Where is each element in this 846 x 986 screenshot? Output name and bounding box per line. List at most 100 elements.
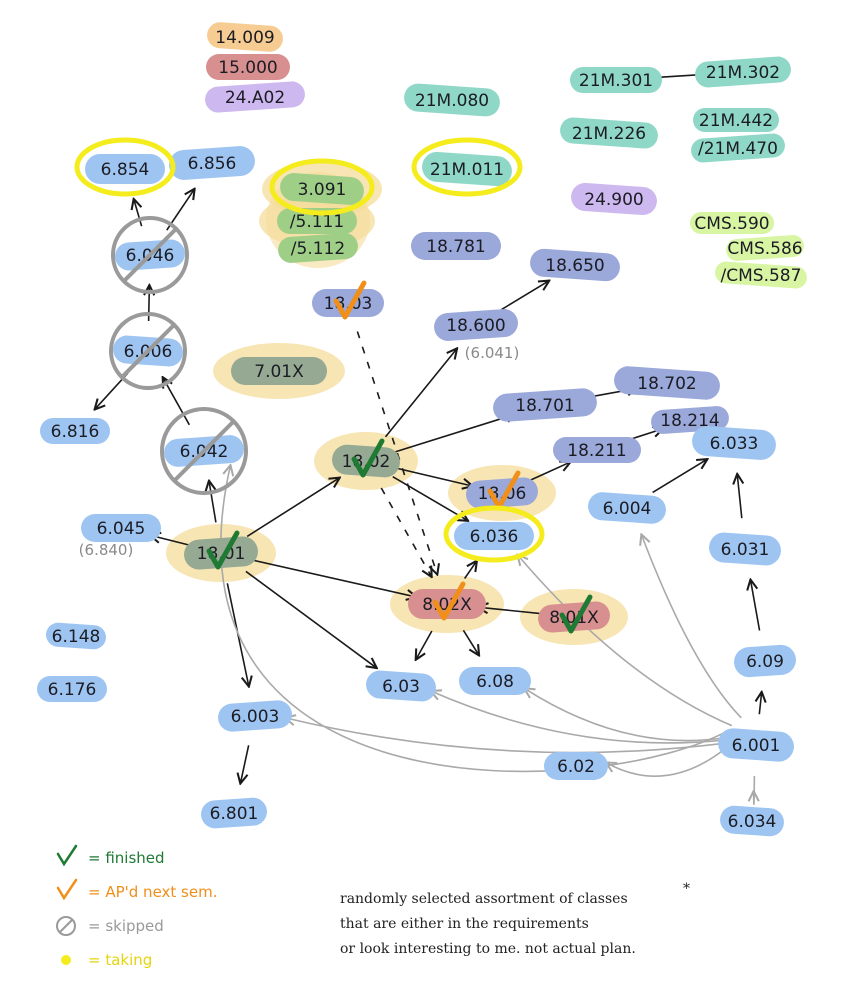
course-node-n602: 6.02 — [544, 752, 608, 780]
course-node-n701x: 7.01X — [231, 357, 327, 385]
note-line-1: randomly selected assortment of classes — [340, 891, 628, 907]
edge-n1806-to-n18211 — [529, 462, 570, 482]
course-label-n6176: 6.176 — [48, 680, 97, 700]
course-node-n21m470: /21M.470 — [691, 133, 785, 163]
course-pill-n6148 — [46, 622, 106, 650]
course-node-n6176: 6.176 — [37, 676, 107, 702]
edge-n1801-to-n1802 — [246, 478, 340, 538]
course-pill-n18701 — [493, 388, 597, 422]
course-label-n14009: 14.009 — [215, 28, 274, 48]
edge-n6001-to-n609 — [759, 692, 761, 715]
course-pill-n24a02 — [205, 81, 305, 113]
edge-n1802-to-n18600 — [384, 348, 457, 438]
course-label-n21m301: 21M.301 — [579, 71, 653, 91]
course-node-n21m011: 21M.011 — [422, 151, 512, 187]
course-pill-n21m302 — [695, 56, 791, 88]
course-label-n18702: 18.702 — [637, 374, 696, 394]
course-pill-n6854 — [85, 154, 165, 184]
sublabel-s6041: (6.041) — [465, 344, 520, 362]
course-node-n609: 6.09 — [734, 644, 796, 678]
course-label-n3091: 3.091 — [298, 180, 347, 200]
edge-n802x-to-n6036 — [463, 561, 477, 579]
course-pill-n21m470 — [691, 133, 785, 163]
course-node-n6034: 6.034 — [720, 805, 784, 837]
course-node-n6816: 6.816 — [40, 418, 110, 444]
legend-item-dot_yellow: = taking — [61, 951, 152, 969]
status-marks — [74, 137, 593, 634]
course-node-ncms590: CMS.590 — [690, 212, 774, 234]
edge-n6046-to-n6854 — [134, 199, 143, 227]
course-label-n5112: /5.112 — [291, 239, 345, 259]
course-label-n5111: /5.111 — [290, 212, 344, 232]
course-label-n6036: 6.036 — [470, 527, 519, 547]
edge-n6031-to-n6033 — [737, 474, 742, 519]
course-node-n6148: 6.148 — [46, 622, 106, 650]
course-node-n6031: 6.031 — [709, 532, 781, 566]
course-pill-n701x — [231, 357, 327, 385]
course-node-n18701: 18.701 — [493, 388, 597, 422]
skipped-slash-n6006 — [120, 323, 176, 379]
edge-n6001-to-n6004 — [641, 534, 742, 719]
course-node-n6045: 6.045 — [81, 514, 161, 542]
course-node-n21m302: 21M.302 — [695, 56, 791, 88]
course-node-n18650: 18.650 — [530, 248, 620, 282]
course-pill-n18650 — [530, 248, 620, 282]
taking-ring-n21m011 — [411, 137, 523, 197]
course-label-n6854: 6.854 — [101, 160, 150, 180]
course-node-n6036: 6.036 — [454, 522, 534, 550]
sublabel-s6840: (6.840) — [79, 541, 134, 559]
course-node-n21m442: 21M.442 — [693, 108, 779, 132]
course-pill-ncms590 — [690, 212, 774, 234]
edge-n1802-to-n6036 — [392, 475, 468, 521]
course-pill-n6176 — [37, 676, 107, 702]
note-asterisk: * — [683, 881, 690, 897]
course-node-n6003: 6.003 — [218, 700, 292, 732]
course-label-n609: 6.09 — [746, 652, 784, 672]
course-label-n6816: 6.816 — [51, 422, 100, 442]
course-pill-n15000 — [206, 54, 290, 80]
check-finished-n801x — [559, 594, 593, 634]
check-finished-n1802 — [351, 438, 385, 478]
course-node-n18702: 18.702 — [614, 366, 720, 400]
course-label-n21m442: 21M.442 — [699, 111, 773, 131]
legend-item-check_orange: = AP'd next sem. — [56, 878, 217, 901]
edge-n6042-to-n6006 — [163, 377, 191, 426]
edge-n6001-to-n603 — [431, 691, 726, 744]
course-label-n6801: 6.801 — [210, 804, 259, 824]
skipped-circle-n6042 — [160, 407, 248, 495]
course-pill-n6801 — [201, 797, 267, 829]
course-node-ncms587: /CMS.587 — [715, 261, 807, 289]
legend-check_orange-icon — [56, 878, 78, 901]
edge-n6001-to-n6034 — [754, 775, 755, 805]
course-node-n802x: 8.02X — [408, 589, 486, 619]
course-label-n603: 6.03 — [382, 677, 420, 697]
course-label-ncms586: CMS.586 — [727, 239, 802, 259]
course-label-n18701: 18.701 — [515, 396, 574, 416]
edge-n18600-to-n18650 — [501, 281, 550, 311]
course-pill-n6034 — [720, 805, 784, 837]
check-ap_next-n1813 — [333, 280, 367, 320]
course-node-n15000: 15.000 — [206, 54, 290, 80]
course-node-n5112: /5.112 — [278, 233, 358, 263]
course-node-n6033: 6.033 — [692, 426, 776, 460]
course-pill-n1806 — [466, 477, 538, 509]
course-pill-n21m301 — [570, 67, 662, 93]
course-label-ncms587: /CMS.587 — [721, 266, 802, 286]
legend-label-check_green: = finished — [88, 849, 165, 867]
skipped-slash-n6042 — [173, 420, 235, 482]
course-node-n24900: 24.900 — [571, 182, 657, 216]
legend-dot-yellow-icon — [61, 955, 71, 965]
course-label-n608: 6.08 — [476, 672, 514, 692]
course-node-ncms586: CMS.586 — [726, 235, 804, 261]
course-node-n603: 6.03 — [366, 670, 436, 702]
course-pill-n24900 — [571, 182, 657, 216]
edge-n1801-to-n6042 — [209, 481, 217, 523]
edge-n6001-to-n6042 — [220, 465, 730, 773]
edge-n6001-to-n608 — [524, 688, 727, 742]
course-label-n21m226: 21M.226 — [572, 124, 646, 144]
course-node-n6801: 6.801 — [201, 797, 267, 829]
course-pill-n6004 — [588, 492, 666, 524]
